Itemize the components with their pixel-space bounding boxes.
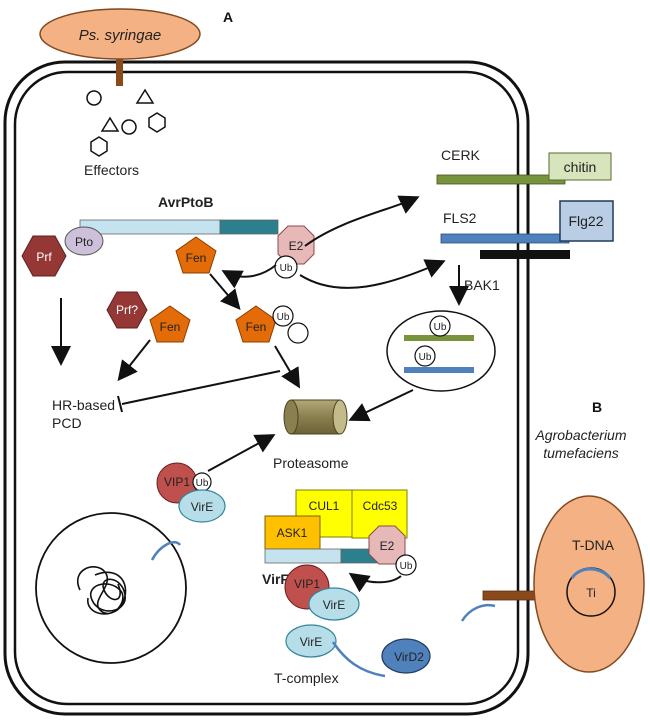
effectors-group <box>86 88 166 157</box>
chitin-box <box>548 152 612 181</box>
ub-label-2: Ub <box>277 312 290 323</box>
e2-octagon-2 <box>368 525 406 565</box>
ub-label-7: Ub <box>400 561 413 572</box>
proteasome-label: Proteasome <box>273 455 349 471</box>
e2-octagon-1 <box>277 225 315 265</box>
vird2-ellipse <box>381 638 431 674</box>
e2-label-1: E2 <box>289 239 304 253</box>
vip1-label-2: VIP1 <box>294 577 320 591</box>
ub-circle-2 <box>272 305 294 327</box>
vird2-label: VirD2 <box>394 650 424 664</box>
ub-label-6: Ub <box>196 478 209 489</box>
t-strand-1 <box>331 641 386 678</box>
cell-wall-inner <box>13 70 520 706</box>
hr-label-line1: HR-based <box>52 397 115 413</box>
panel-b-label: B <box>592 399 602 415</box>
ub-circle-4 <box>429 315 451 337</box>
ub-circle-3 <box>287 322 309 344</box>
bak1-bar <box>480 250 570 259</box>
chromatin <box>77 566 127 615</box>
vire-ellipse-1 <box>178 489 226 523</box>
cell-wall-outer <box>3 60 530 716</box>
nucleus-dna-strand <box>150 541 182 561</box>
prf-q-hexagon <box>106 291 148 329</box>
fls2-label: FLS2 <box>443 210 477 226</box>
proteasome-cylinder <box>283 399 348 435</box>
flg22-label: Flg22 <box>568 213 603 229</box>
cerk-bar <box>436 174 566 185</box>
pilus <box>116 58 123 86</box>
fls2-bar <box>440 233 570 244</box>
cerk-label: CERK <box>441 147 481 163</box>
flg22-box <box>559 200 614 242</box>
ask1-label: ASK1 <box>277 526 308 540</box>
cdc53-label: Cdc53 <box>363 499 398 513</box>
agro-label-line2: tumefaciens <box>543 445 618 461</box>
virf-label: VirF <box>262 571 289 587</box>
prf-q-label: Prf? <box>116 303 138 317</box>
pathogen-label: Ps. syringae <box>79 27 162 44</box>
vire-ellipse-2 <box>308 587 360 621</box>
inhibition-line <box>117 370 281 413</box>
ub-circle-5 <box>414 345 436 367</box>
fen-label-2: Fen <box>160 320 181 334</box>
avrptob-bar-light <box>79 219 221 235</box>
virf-bar-light <box>264 548 342 564</box>
ti-tdna-segment <box>570 567 612 580</box>
cul1-label: CUL1 <box>309 499 340 513</box>
ub-circle-7 <box>395 554 417 576</box>
avrptob-label: AvrPtoB <box>158 194 214 210</box>
nucleus <box>35 512 187 664</box>
tcomplex-label: T-complex <box>274 670 339 686</box>
chitin-label: chitin <box>564 159 597 175</box>
bak1-label: BAK1 <box>464 277 500 293</box>
avrptob-bar-dark <box>219 219 279 235</box>
e2-label-2: E2 <box>380 539 395 553</box>
prf-hexagon <box>21 235 67 277</box>
ask1-box <box>264 515 321 550</box>
fen-pentagon-2 <box>149 305 191 343</box>
vire-label-1: VirE <box>191 500 213 514</box>
arrows <box>51 195 469 593</box>
agro-label-line1: Agrobacterium <box>534 427 626 443</box>
prf-label: Prf <box>36 250 52 264</box>
ub-label-1: Ub <box>280 263 293 274</box>
vip1-label-1: VIP1 <box>164 475 190 489</box>
agro-pilus <box>482 590 539 601</box>
ub-label-4: Ub <box>434 322 447 333</box>
endosome-green-bar <box>404 335 474 341</box>
fen-pentagon-1 <box>175 236 217 274</box>
fen-label-1: Fen <box>186 251 207 265</box>
pto-ellipse <box>64 226 104 256</box>
tdna-label: T-DNA <box>572 537 615 553</box>
panel-a-label: A <box>223 9 233 25</box>
pto-label: Pto <box>75 235 93 249</box>
t-strand-2 <box>460 604 496 622</box>
endosome-blue-bar <box>404 367 474 373</box>
ps-syringae-cell <box>39 8 201 60</box>
effectors-label: Effectors <box>84 162 139 178</box>
fen-label-3: Fen <box>246 320 267 334</box>
hr-label-line2: PCD <box>52 415 82 431</box>
ub-label-5: Ub <box>419 352 432 363</box>
vire-label-2: VirE <box>323 598 345 612</box>
vire-ellipse-3 <box>285 624 337 658</box>
vire-label-3: VirE <box>300 635 322 649</box>
ti-label: Ti <box>586 586 596 600</box>
